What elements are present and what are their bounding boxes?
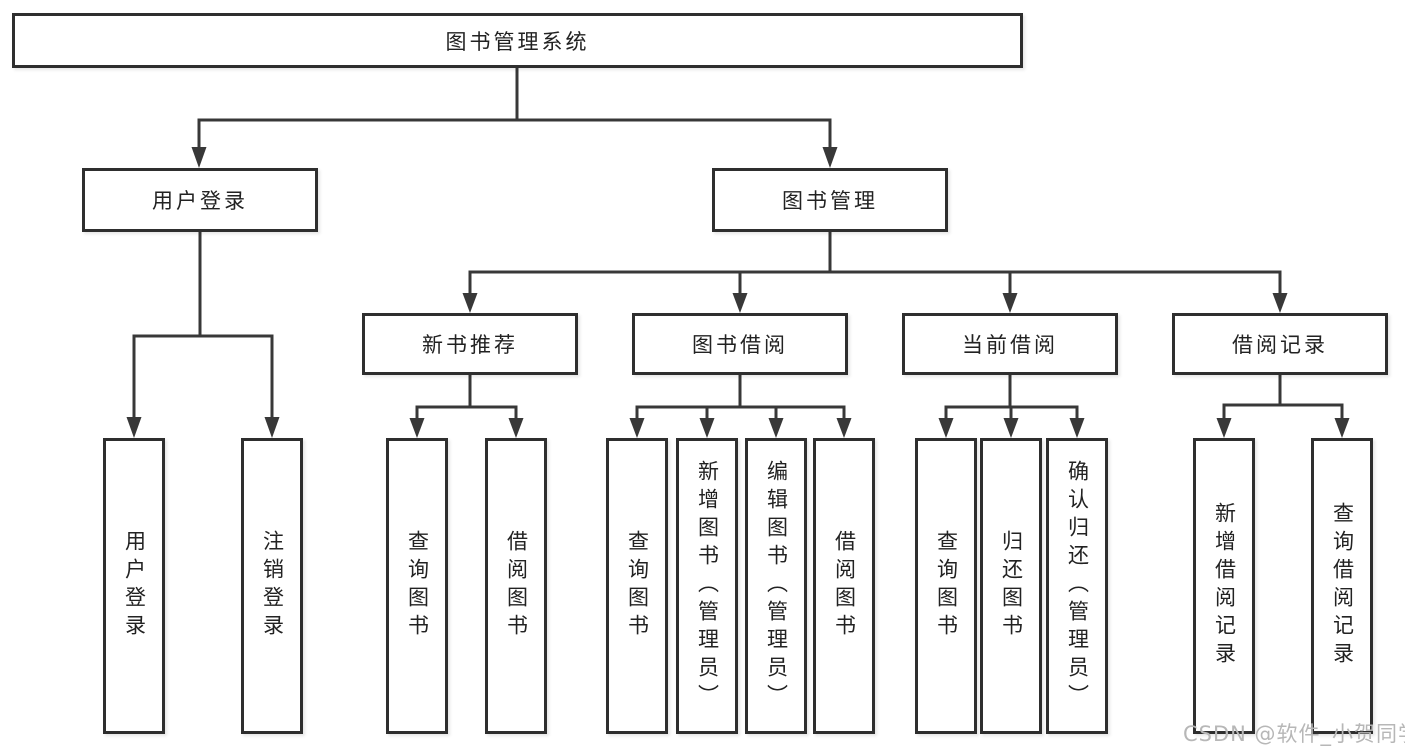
leaf-current-confirm-return-admin: 确认归还（管理员） [1046, 438, 1108, 734]
node-current-borrowing: 当前借阅 [902, 313, 1118, 375]
leaf-current-return-books: 归还图书 [980, 438, 1042, 734]
leaf-borrow-query-books: 查询图书 [606, 438, 668, 734]
arrowhead-current-return [1003, 418, 1019, 438]
node-user-login-branch: 用户登录 [82, 168, 318, 232]
arrowhead-login [191, 147, 207, 168]
arrowhead-newbook-borrow [508, 418, 524, 438]
arrowhead-user-login [126, 417, 142, 438]
leaf-logout: 注销登录 [241, 438, 303, 734]
leaf-borrow-add-books-admin: 新增图书（管理员） [676, 438, 738, 734]
leaf-newbook-query-books: 查询图书 [386, 438, 448, 734]
leaf-borrow-borrow-books: 借阅图书 [813, 438, 875, 734]
arrowhead-borrow-borrow [836, 418, 852, 438]
leaf-records-query-record: 查询借阅记录 [1311, 438, 1373, 734]
arrowhead-borrow-add [699, 418, 715, 438]
leaf-borrow-edit-books-admin: 编辑图书（管理员） [745, 438, 807, 734]
arrowhead-records-add [1216, 418, 1232, 438]
node-book-management-branch: 图书管理 [712, 168, 948, 232]
leaf-newbook-borrow-books: 借阅图书 [485, 438, 547, 734]
node-borrowing-records: 借阅记录 [1172, 313, 1388, 375]
arrowhead-current-query [938, 418, 954, 438]
arrowhead-current-confirm [1069, 418, 1085, 438]
leaf-records-add-record: 新增借阅记录 [1193, 438, 1255, 734]
node-book-borrowing: 图书借阅 [632, 313, 848, 375]
node-root-library-system: 图书管理系统 [12, 13, 1023, 68]
arrowhead-newbook-query [409, 418, 425, 438]
arrowhead-logout [264, 417, 280, 438]
arrowhead-borrow [732, 293, 748, 313]
arrowhead-records-query [1334, 418, 1350, 438]
arrowhead-borrow-edit [768, 418, 784, 438]
arrowhead-current [1002, 293, 1018, 313]
arrowhead-records [1272, 293, 1288, 313]
leaf-user-login: 用户登录 [103, 438, 165, 734]
arrowhead-newbook [462, 293, 478, 313]
arrowhead-borrow-query [629, 418, 645, 438]
csdn-watermark: CSDN @软件_小贺同学 [1183, 722, 1405, 746]
arrowhead-bookmgmt [822, 147, 838, 168]
leaf-current-query-books: 查询图书 [915, 438, 977, 734]
node-new-book-recommend: 新书推荐 [362, 313, 578, 375]
